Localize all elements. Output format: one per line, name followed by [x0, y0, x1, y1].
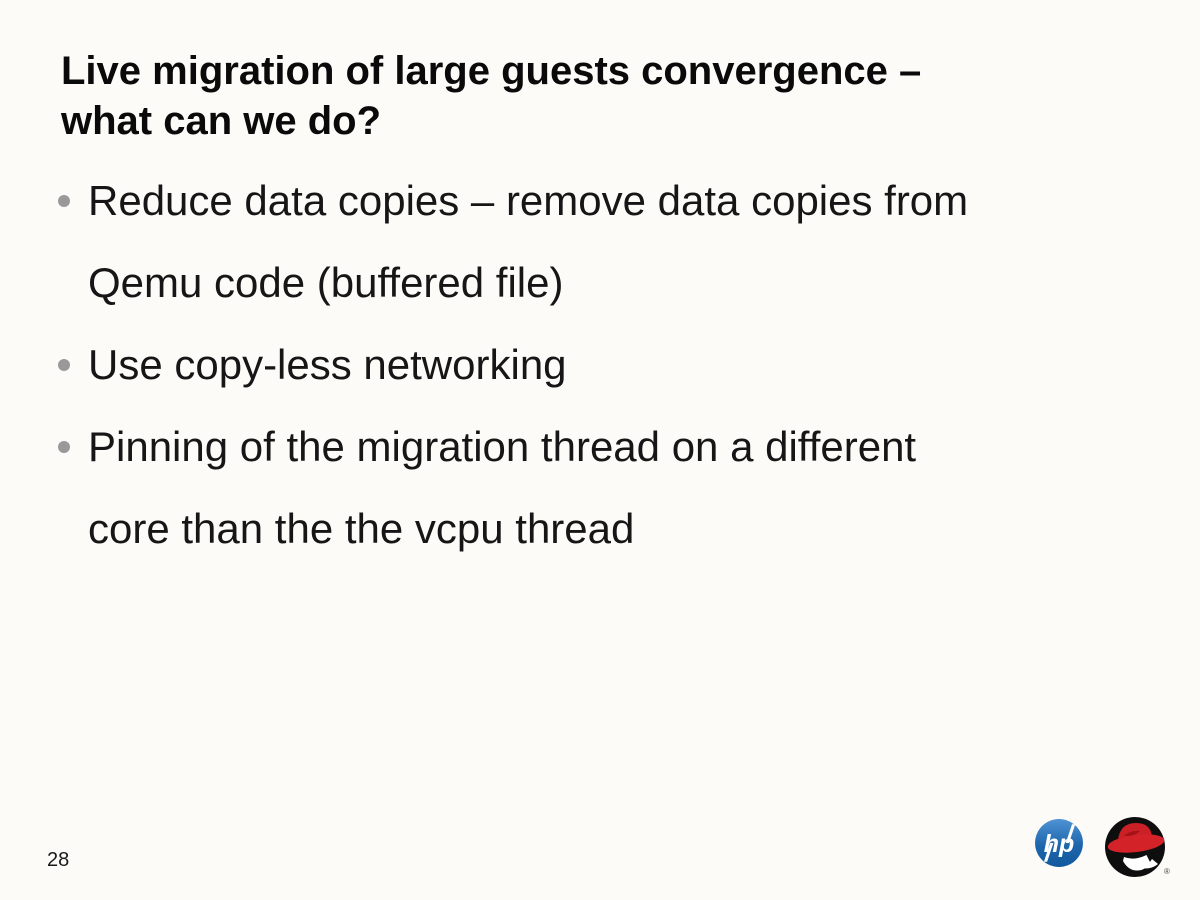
list-item-line: core than the the vcpu thread — [88, 505, 635, 552]
redhat-logo-icon: ® — [1105, 817, 1170, 877]
slide-title: Live migration of large guests convergen… — [61, 46, 1141, 146]
hp-logo-icon: hp — [1035, 819, 1083, 867]
list-item-text: Use copy-less networking — [88, 324, 1146, 406]
list-item-line: Pinning of the migration thread on a dif… — [88, 423, 917, 470]
bullet-icon — [58, 441, 70, 453]
list-item-line: Reduce data copies – remove data copies … — [88, 177, 969, 224]
slide-title-line: Live migration of large guests convergen… — [61, 49, 922, 93]
bullet-icon — [58, 195, 70, 207]
hp-logo-text: hp — [1044, 830, 1075, 858]
list-item-line: Qemu code (buffered file) — [88, 259, 564, 306]
list-item-text: Pinning of the migration thread on a dif… — [88, 406, 1146, 570]
page-number: 28 — [47, 849, 70, 871]
bullet-list: Reduce data copies – remove data copies … — [56, 160, 1146, 570]
registered-trademark-symbol: ® — [1164, 867, 1170, 876]
list-item: Reduce data copies – remove data copies … — [56, 160, 1146, 324]
list-item-text: Reduce data copies – remove data copies … — [88, 160, 1146, 324]
list-item: Use copy-less networking — [56, 324, 1146, 406]
list-item: Pinning of the migration thread on a dif… — [56, 406, 1146, 570]
list-item-line: Use copy-less networking — [88, 341, 567, 388]
slide-title-line: what can we do? — [61, 99, 382, 143]
bullet-icon — [58, 359, 70, 371]
